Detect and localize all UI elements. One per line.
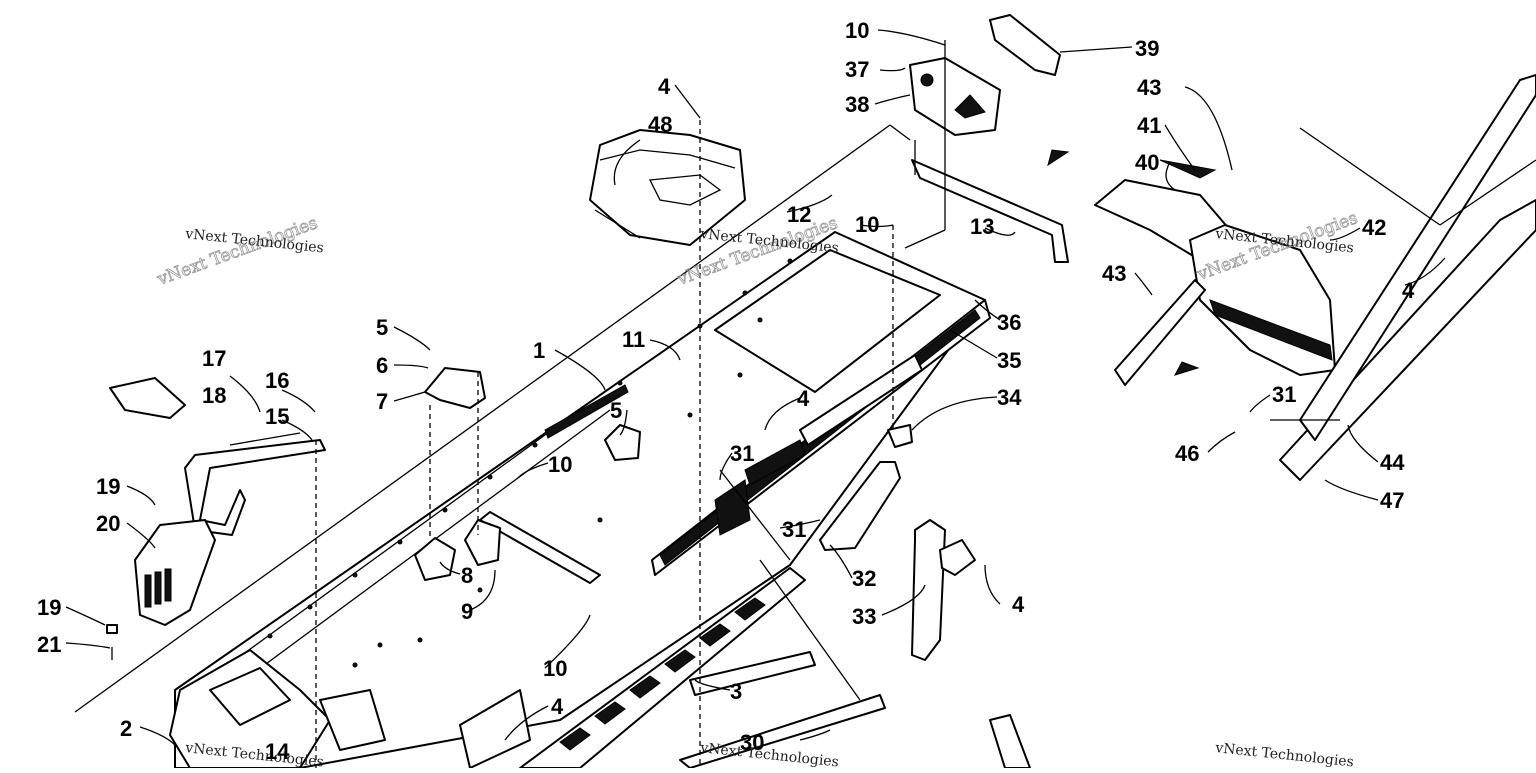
callout-4: 4 — [797, 386, 810, 411]
watermark-text-small: vNext Technologies — [1214, 740, 1355, 768]
callout-4: 4 — [658, 74, 671, 99]
callout-31: 31 — [782, 517, 806, 542]
callout-19: 19 — [37, 595, 61, 620]
plate-part — [819, 461, 901, 551]
callout-38: 38 — [845, 92, 869, 117]
rail-part — [689, 651, 816, 696]
rear-bracket — [911, 140, 1069, 263]
callout-46: 46 — [1175, 441, 1199, 466]
pad-8 — [414, 537, 456, 581]
tunnel-outline — [74, 124, 911, 713]
callout-11: 11 — [622, 327, 645, 352]
callout-21: 21 — [37, 632, 61, 657]
callout-35: 35 — [997, 348, 1021, 373]
seat-bag-part — [589, 129, 746, 246]
callout-4: 4 — [1012, 592, 1025, 617]
callout-17: 17 — [202, 346, 226, 371]
callout-labels: 10 39 37 38 43 41 40 43 42 4 31 46 44 47… — [37, 18, 1415, 764]
callout-4: 4 — [1402, 278, 1415, 303]
callout-1: 1 — [533, 338, 545, 363]
callout-19: 19 — [96, 474, 120, 499]
callout-43: 43 — [1102, 261, 1126, 286]
callout-41: 41 — [1137, 113, 1161, 138]
callout-18: 18 — [202, 383, 226, 408]
leader-lines — [65, 29, 1446, 746]
callout-10: 10 — [855, 212, 879, 237]
callout-3: 3 — [730, 679, 742, 704]
callout-7: 7 — [376, 389, 388, 414]
callout-47: 47 — [1380, 488, 1404, 513]
snowflap-part — [1094, 159, 1336, 386]
callout-43: 43 — [1137, 75, 1161, 100]
clip-part — [887, 424, 913, 448]
strap-part — [911, 519, 976, 661]
callout-30: 30 — [740, 730, 764, 755]
callout-40: 40 — [1135, 150, 1159, 175]
mount-bracket — [424, 367, 486, 409]
callout-39: 39 — [1135, 36, 1159, 61]
callout-15: 15 — [265, 404, 289, 429]
arrow-marker — [1047, 149, 1070, 167]
tunnel-part — [169, 231, 991, 769]
callout-32: 32 — [852, 566, 876, 591]
alignment-lines — [315, 40, 946, 768]
callout-2: 2 — [120, 716, 132, 741]
bracket-part — [989, 714, 1031, 769]
pad-9 — [464, 519, 501, 566]
callout-42: 42 — [1362, 215, 1386, 240]
pad-5 — [604, 424, 641, 461]
callout-44: 44 — [1380, 450, 1405, 475]
arrow-marker — [1173, 361, 1200, 376]
callout-14: 14 — [265, 739, 290, 764]
callout-37: 37 — [845, 57, 869, 82]
callout-34: 34 — [997, 385, 1022, 410]
rear-bumper — [1270, 74, 1536, 481]
callout-33: 33 — [852, 604, 876, 629]
running-board-slots — [559, 597, 766, 751]
callout-31: 31 — [1272, 382, 1296, 407]
callout-36: 36 — [997, 310, 1021, 335]
callout-8: 8 — [461, 563, 473, 588]
callout-9: 9 — [461, 599, 473, 624]
callout-10: 10 — [845, 18, 869, 43]
callout-13: 13 — [970, 214, 994, 239]
callout-5: 5 — [610, 398, 622, 423]
handle-bracket — [184, 432, 326, 536]
callout-48: 48 — [648, 112, 672, 137]
callout-16: 16 — [265, 368, 289, 393]
callout-5: 5 — [376, 315, 388, 340]
callout-12: 12 — [787, 202, 811, 227]
callout-10: 10 — [543, 656, 567, 681]
callout-31: 31 — [730, 441, 754, 466]
callout-10: 10 — [548, 452, 572, 477]
cover-plate — [109, 377, 186, 419]
callout-4: 4 — [551, 694, 564, 719]
hitch-part — [909, 14, 1061, 136]
guard-part — [106, 519, 216, 660]
callout-6: 6 — [376, 353, 388, 378]
slide-part — [679, 694, 886, 769]
callout-20: 20 — [96, 511, 120, 536]
